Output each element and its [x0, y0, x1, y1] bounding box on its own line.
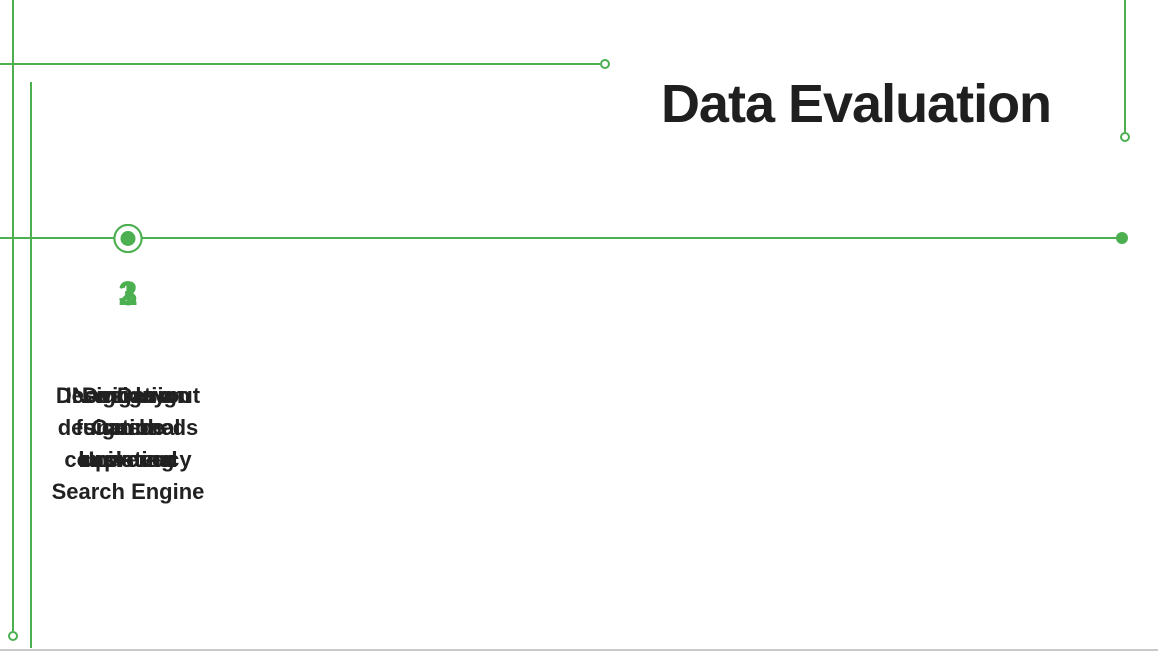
top-line-endpoint-circle: [600, 59, 610, 69]
timeline-axis-line: [0, 237, 1117, 239]
timeline-item-number: 3: [118, 275, 138, 313]
timeline-marker-dot: [120, 231, 136, 246]
timeline-item-number: 3: [118, 275, 138, 313]
timeline-marker-ring: [113, 224, 143, 253]
timeline-end-dot: [1116, 232, 1128, 244]
slide-title: Data Evaluation: [660, 74, 1052, 134]
bottom-line-endpoint-circle: [8, 631, 18, 641]
timeline-item-description: Icon Design Can be improved: [65, 383, 191, 472]
timeline-item-number: 2: [118, 275, 138, 313]
timeline-item-4: 3 Design a functional Universal Search E…: [0, 0, 256, 653]
timeline-item-description: Design layout need consistency: [55, 383, 201, 472]
top-horizontal-line: [0, 63, 600, 65]
timeline-item-description: Design a functional Universal Search Eng…: [51, 383, 205, 504]
left-inner-vertical-line: [30, 82, 32, 648]
bottom-divider-line: [0, 649, 1158, 651]
left-outer-vertical-line: [12, 0, 14, 631]
right-line-endpoint-circle: [1120, 132, 1130, 142]
timeline-item-number: 1: [118, 275, 138, 313]
timeline-item-description: Navigation design needs updating: [57, 383, 199, 472]
right-vertical-line: [1124, 0, 1126, 132]
